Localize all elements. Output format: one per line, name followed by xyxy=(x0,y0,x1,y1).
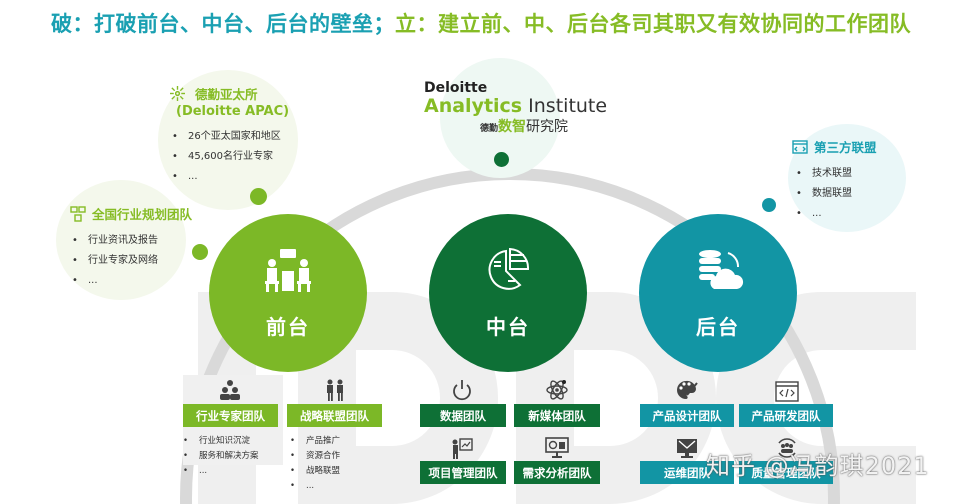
list-item: ... xyxy=(70,271,192,291)
list-item: 资源合作 xyxy=(290,449,340,464)
quality-management-team: 质量管理团队 xyxy=(739,461,833,484)
list-item: 技术联盟 xyxy=(794,164,877,184)
palette-icon xyxy=(674,378,700,402)
logo-deqin: 德勤 xyxy=(480,124,499,134)
list-item: 行业知识沉淀 xyxy=(183,434,259,449)
mail-monitor-icon xyxy=(674,436,700,460)
partners-icon xyxy=(322,378,348,402)
third-party-header: 第三方联盟 xyxy=(792,137,877,156)
chat-network-icon xyxy=(70,205,86,222)
code-window-icon xyxy=(792,139,808,154)
list-item: 45,600名行业专家 xyxy=(170,147,289,167)
data-team: 数据团队 xyxy=(420,404,506,427)
logo-analytics-institute: Analytics Institute xyxy=(424,96,607,116)
connector-dot-apac xyxy=(250,188,267,205)
requirements-analysis-team: 需求分析团队 xyxy=(514,461,600,484)
apac-list: 26个亚太国家和地区 45,600名行业专家 ... xyxy=(170,127,289,187)
code-browser-icon xyxy=(774,380,800,404)
list-item: 服务和解决方案 xyxy=(183,449,259,464)
logo-institute: Institute xyxy=(522,95,608,117)
author-credit-watermark: 知乎 @冯韵琪2021 xyxy=(706,452,930,480)
strategic-alliance-team: 战略联盟团队 xyxy=(287,404,382,427)
national-planning-list: 行业资讯及报告 行业专家及网络 ... xyxy=(70,231,192,291)
back-office-circle: 后台 xyxy=(639,214,797,372)
third-party-list: 技术联盟 数据联盟 ... xyxy=(794,164,877,224)
logo-yanjiuyuan: 研究院 xyxy=(526,119,569,135)
apac-header: 德勤亚太所 xyxy=(170,84,289,103)
list-item: ... xyxy=(794,204,877,224)
page-title: 破：打破前台、中台、后台的壁垒；立：建立前、中、后台各司其职又有效协同的工作团队 xyxy=(0,8,962,38)
apac-subtitle: (Deloitte APAC) xyxy=(176,104,290,119)
connector-dot-national xyxy=(192,244,208,260)
analytics-institute-logo: Deloitte Analytics Institute 德勤数智研究院 xyxy=(424,80,607,136)
front-office-circle: 前台 xyxy=(209,214,367,372)
operations-team: 运维团队 xyxy=(640,461,734,484)
logo-deloitte: Deloitte xyxy=(424,80,488,96)
title-build: 立：建立前、中、后台各司其职又有效协同的工作团队 xyxy=(395,12,911,36)
team-circle-icon xyxy=(774,436,800,460)
power-icon xyxy=(449,378,475,402)
apac-title: 德勤亚太所 xyxy=(195,87,258,102)
atom-icon xyxy=(544,378,570,402)
logo-shuzhi: 数智 xyxy=(498,119,527,135)
list-item: ... xyxy=(170,167,289,187)
monitor-dashboard-icon xyxy=(544,436,570,460)
list-item: 26个亚太国家和地区 xyxy=(170,127,289,147)
presentation-icon xyxy=(449,436,475,460)
title-break: 破：打破前台、中台、后台的壁垒； xyxy=(51,12,395,36)
project-management-team: 项目管理团队 xyxy=(420,461,506,484)
list-item: ... xyxy=(290,479,340,494)
new-media-team: 新媒体团队 xyxy=(514,404,600,427)
strategic-alliance-list: 产品推广 资源合作 战略联盟 ... xyxy=(290,434,340,494)
middle-office-circle: 中台 xyxy=(429,214,587,372)
national-planning-header: 全国行业规划团队 xyxy=(70,204,192,223)
national-planning-block: 全国行业规划团队 行业资讯及报告 行业专家及网络 ... xyxy=(70,204,192,291)
logo-analytics: Analytics xyxy=(424,95,523,117)
logo-chinese-name: 德勤数智研究院 xyxy=(480,116,607,136)
industry-expert-team: 行业专家团队 xyxy=(183,404,278,427)
list-item: ... xyxy=(183,464,259,479)
middle-office-label: 中台 xyxy=(486,314,530,339)
list-item: 行业专家及网络 xyxy=(70,251,192,271)
third-party-block: 第三方联盟 技术联盟 数据联盟 ... xyxy=(792,137,877,224)
list-item: 产品推广 xyxy=(290,434,340,449)
apac-block: 德勤亚太所 (Deloitte APAC) 26个亚太国家和地区 45,600名… xyxy=(170,84,289,187)
back-office-label: 后台 xyxy=(696,314,740,339)
database-cloud-icon xyxy=(699,249,744,289)
front-office-label: 前台 xyxy=(266,314,310,339)
third-party-title: 第三方联盟 xyxy=(814,140,877,155)
product-development-team: 产品研发团队 xyxy=(739,404,833,427)
pie-chart-icon xyxy=(488,247,530,290)
network-burst-icon xyxy=(170,86,185,101)
list-item: 行业资讯及报告 xyxy=(70,231,192,251)
expert-group-icon xyxy=(217,378,243,402)
list-item: 战略联盟 xyxy=(290,464,340,479)
list-item: 数据联盟 xyxy=(794,184,877,204)
industry-expert-list: 行业知识沉淀 服务和解决方案 ... xyxy=(183,434,259,479)
product-design-team: 产品设计团队 xyxy=(640,404,734,427)
national-planning-title: 全国行业规划团队 xyxy=(92,207,193,222)
meeting-icon xyxy=(265,248,311,292)
connector-dot-third xyxy=(762,198,776,212)
connector-dot-institute xyxy=(494,152,509,167)
